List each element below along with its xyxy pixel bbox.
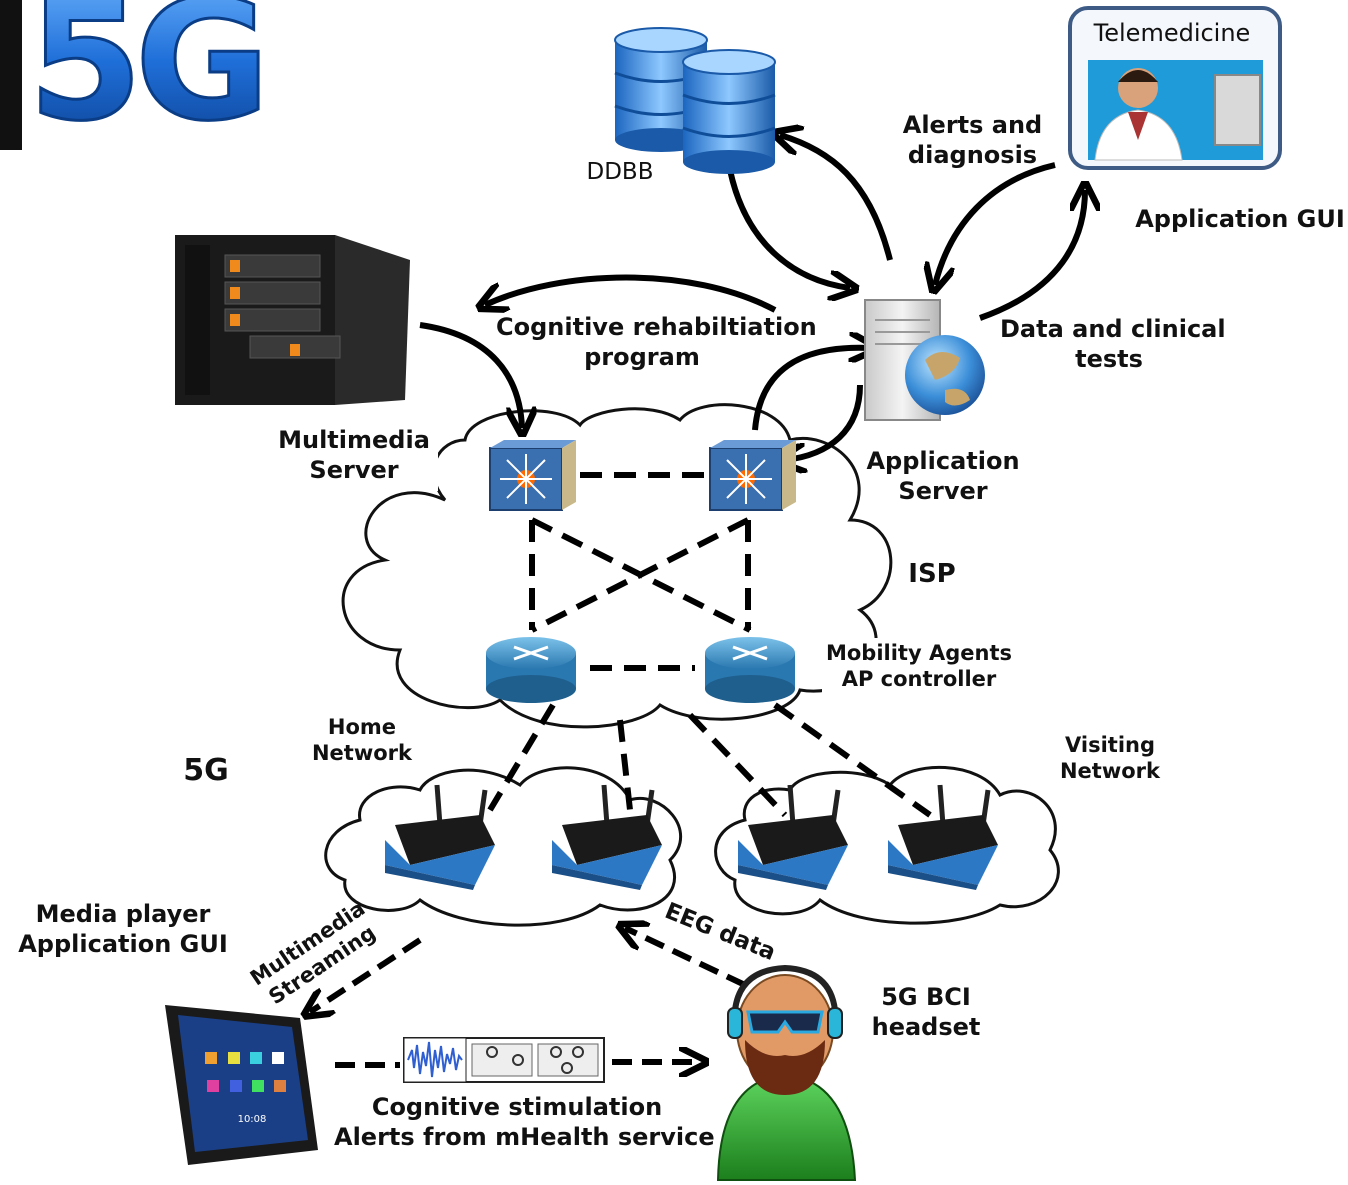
tablet-icon: 10:08 — [165, 1005, 318, 1165]
globe-icon — [905, 335, 985, 415]
wireless-router-icon — [385, 784, 998, 890]
waveform-icon — [403, 1037, 605, 1083]
bci-headset-user-icon — [716, 964, 857, 1181]
doctor-monitor-icon — [1068, 6, 1282, 170]
label-isp: ISP — [908, 559, 956, 589]
home-network-cloud — [324, 766, 683, 927]
database-icon — [614, 27, 776, 174]
label-ddbb: DDBB — [576, 158, 664, 187]
dashed-arrows — [310, 928, 747, 1065]
label-telemedicine: Telemedicine — [1093, 19, 1251, 47]
network-links — [487, 472, 932, 818]
tablet-clock: 10:08 — [238, 1114, 267, 1125]
switch-icon — [489, 440, 796, 511]
media-server-icon — [175, 235, 410, 405]
label-application-gui: Application GUI — [1134, 200, 1346, 238]
logo-5g: 5G — [0, 0, 272, 159]
solid-arrows — [419, 135, 1085, 460]
router-icon — [486, 637, 795, 703]
svg-text:5G: 5G — [28, 0, 262, 157]
label-5g: 5G — [183, 753, 229, 788]
